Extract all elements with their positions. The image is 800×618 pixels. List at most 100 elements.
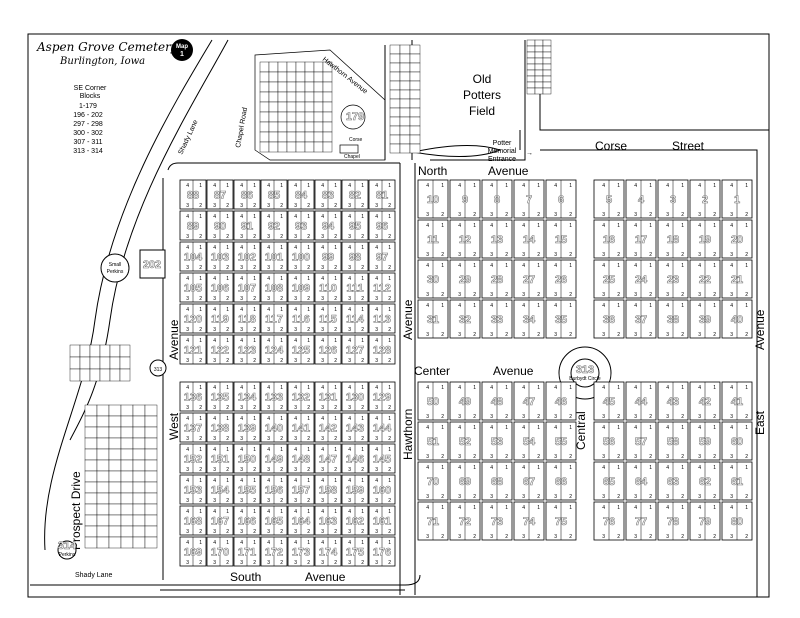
cemetery-block[interactable]: 413273: [481, 501, 513, 541]
cemetery-block[interactable]: 4132137: [179, 412, 207, 443]
cemetery-block[interactable]: 413275: [545, 501, 577, 541]
cemetery-block[interactable]: 4132118: [233, 303, 261, 334]
cemetery-block[interactable]: 4132101: [260, 241, 288, 272]
cemetery-block[interactable]: 413210: [417, 179, 449, 219]
cemetery-block[interactable]: 4132144: [368, 412, 396, 443]
cemetery-block[interactable]: 4132142: [314, 412, 342, 443]
cemetery-block[interactable]: 413296: [368, 210, 396, 241]
cemetery-block[interactable]: 4132128: [368, 334, 396, 365]
cemetery-block[interactable]: 413248: [481, 381, 513, 421]
cemetery-block[interactable]: 4132131: [314, 381, 342, 412]
cemetery-block[interactable]: 41327: [513, 179, 545, 219]
cemetery-block[interactable]: 413266: [545, 461, 577, 501]
cemetery-block[interactable]: 413290: [206, 210, 234, 241]
cemetery-block[interactable]: 413295: [341, 210, 369, 241]
cemetery-block[interactable]: 413221: [721, 259, 753, 299]
cemetery-block[interactable]: 413269: [449, 461, 481, 501]
cemetery-block[interactable]: 413281: [368, 179, 396, 210]
cemetery-block[interactable]: 4132109: [287, 272, 315, 303]
cemetery-block[interactable]: 413294: [314, 210, 342, 241]
cemetery-block[interactable]: 4132104: [179, 241, 207, 272]
cemetery-block[interactable]: 4132120: [179, 303, 207, 334]
cemetery-block[interactable]: 4132155: [233, 474, 261, 505]
cemetery-block[interactable]: 413251: [417, 421, 449, 461]
cemetery-block[interactable]: 413280: [721, 501, 753, 541]
cemetery-block[interactable]: 4132162: [341, 505, 369, 536]
cemetery-block[interactable]: 4132145: [368, 443, 396, 474]
cemetery-block[interactable]: 413286: [233, 179, 261, 210]
cemetery-block[interactable]: 413211: [417, 219, 449, 259]
cemetery-block[interactable]: 4132152: [179, 443, 207, 474]
cemetery-block[interactable]: 4132132: [287, 381, 315, 412]
cemetery-block[interactable]: 413249: [449, 381, 481, 421]
cemetery-block[interactable]: 413278: [657, 501, 689, 541]
cemetery-block[interactable]: 4132163: [314, 505, 342, 536]
cemetery-block[interactable]: 413244: [625, 381, 657, 421]
cemetery-block[interactable]: 413276: [593, 501, 625, 541]
cemetery-block[interactable]: 4132166: [233, 505, 261, 536]
cemetery-block[interactable]: 4132102: [233, 241, 261, 272]
cemetery-block[interactable]: 413293: [287, 210, 315, 241]
cemetery-block[interactable]: 413282: [341, 179, 369, 210]
cemetery-block[interactable]: 413271: [417, 501, 449, 541]
cemetery-block[interactable]: 413236: [593, 299, 625, 339]
cemetery-block[interactable]: 4132172: [260, 536, 288, 567]
cemetery-block[interactable]: 4132135: [206, 381, 234, 412]
cemetery-block[interactable]: 4132148: [287, 443, 315, 474]
cemetery-block[interactable]: 413285: [260, 179, 288, 210]
cemetery-block[interactable]: 413226: [545, 259, 577, 299]
cemetery-block[interactable]: 4132127: [341, 334, 369, 365]
cemetery-block[interactable]: 413256: [593, 421, 625, 461]
cemetery-block[interactable]: 4132150: [233, 443, 261, 474]
cemetery-block[interactable]: 413242: [689, 381, 721, 421]
cemetery-block[interactable]: 4132154: [206, 474, 234, 505]
cemetery-block[interactable]: 41326: [545, 179, 577, 219]
cemetery-block[interactable]: 413292: [260, 210, 288, 241]
cemetery-block[interactable]: 413261: [721, 461, 753, 501]
cemetery-block[interactable]: 41322: [689, 179, 721, 219]
cemetery-block[interactable]: 413264: [625, 461, 657, 501]
cemetery-block[interactable]: 4132165: [260, 505, 288, 536]
cemetery-block[interactable]: 413284: [287, 179, 315, 210]
cemetery-block[interactable]: 413254: [513, 421, 545, 461]
cemetery-block[interactable]: 413234: [513, 299, 545, 339]
cemetery-block[interactable]: 413262: [689, 461, 721, 501]
cemetery-block[interactable]: 4132114: [341, 303, 369, 334]
cemetery-block[interactable]: 4132141: [287, 412, 315, 443]
cemetery-block[interactable]: 4132122: [206, 334, 234, 365]
cemetery-block[interactable]: 4132126: [314, 334, 342, 365]
cemetery-block[interactable]: 41321: [721, 179, 753, 219]
cemetery-block[interactable]: 413222: [689, 259, 721, 299]
cemetery-block[interactable]: 413246: [545, 381, 577, 421]
cemetery-block[interactable]: 4132153: [179, 474, 207, 505]
cemetery-block[interactable]: 4132136: [179, 381, 207, 412]
cemetery-block[interactable]: 413260: [721, 421, 753, 461]
cemetery-block[interactable]: 4132140: [260, 412, 288, 443]
cemetery-block[interactable]: 413252: [449, 421, 481, 461]
cemetery-block[interactable]: 4132103: [206, 241, 234, 272]
cemetery-block[interactable]: 4132174: [314, 536, 342, 567]
cemetery-block[interactable]: 413240: [721, 299, 753, 339]
cemetery-block[interactable]: 413299: [314, 241, 342, 272]
cemetery-block[interactable]: 413257: [625, 421, 657, 461]
cemetery-block[interactable]: 413214: [513, 219, 545, 259]
cemetery-block[interactable]: 413258: [657, 421, 689, 461]
cemetery-block[interactable]: 413287: [206, 179, 234, 210]
cemetery-block[interactable]: 4132176: [368, 536, 396, 567]
cemetery-block[interactable]: 41325: [593, 179, 625, 219]
cemetery-block[interactable]: 413245: [593, 381, 625, 421]
cemetery-block[interactable]: 413224: [625, 259, 657, 299]
cemetery-block[interactable]: 413218: [657, 219, 689, 259]
cemetery-block[interactable]: 413227: [513, 259, 545, 299]
cemetery-block[interactable]: 413241: [721, 381, 753, 421]
cemetery-block[interactable]: 413259: [689, 421, 721, 461]
cemetery-block[interactable]: 413216: [593, 219, 625, 259]
cemetery-block[interactable]: 41323: [657, 179, 689, 219]
cemetery-block[interactable]: 4132113: [368, 303, 396, 334]
cemetery-block[interactable]: 4132160: [368, 474, 396, 505]
cemetery-block[interactable]: 413231: [417, 299, 449, 339]
cemetery-block[interactable]: 4132173: [287, 536, 315, 567]
cemetery-block[interactable]: 413230: [417, 259, 449, 299]
cemetery-block[interactable]: 413220: [721, 219, 753, 259]
cemetery-block[interactable]: 413255: [545, 421, 577, 461]
